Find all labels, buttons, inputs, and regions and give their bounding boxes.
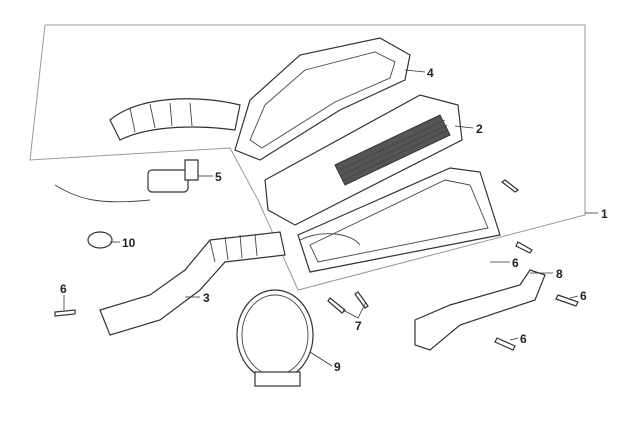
hose-clamp-part-9: [236, 289, 314, 387]
leader-lines: [63, 69, 598, 367]
callout-8: 8: [556, 267, 563, 281]
callout-6: 6: [512, 256, 519, 270]
callout-7: 7: [355, 319, 362, 333]
callout-9: 9: [334, 360, 341, 374]
callout-4: 4: [427, 66, 434, 80]
lower-housing-part-1: [297, 167, 501, 273]
intake-duct-part-3: [99, 231, 286, 336]
callout-5: 5: [215, 170, 222, 184]
callout-1: 1: [601, 207, 608, 221]
upper-housing-part-4: [109, 37, 411, 161]
callout-6: 6: [60, 282, 67, 296]
callout-10: 10: [122, 236, 136, 250]
bolts: [54, 179, 579, 351]
bracket-part-8: [414, 269, 546, 351]
breather-hose-part-5: [54, 159, 199, 203]
callout-2: 2: [476, 122, 483, 136]
filter-element-part-2: [264, 94, 463, 226]
callout-6: 6: [520, 332, 527, 346]
clamp-part-10: [87, 231, 113, 249]
callout-6: 6: [580, 289, 587, 303]
callout-3: 3: [203, 291, 210, 305]
